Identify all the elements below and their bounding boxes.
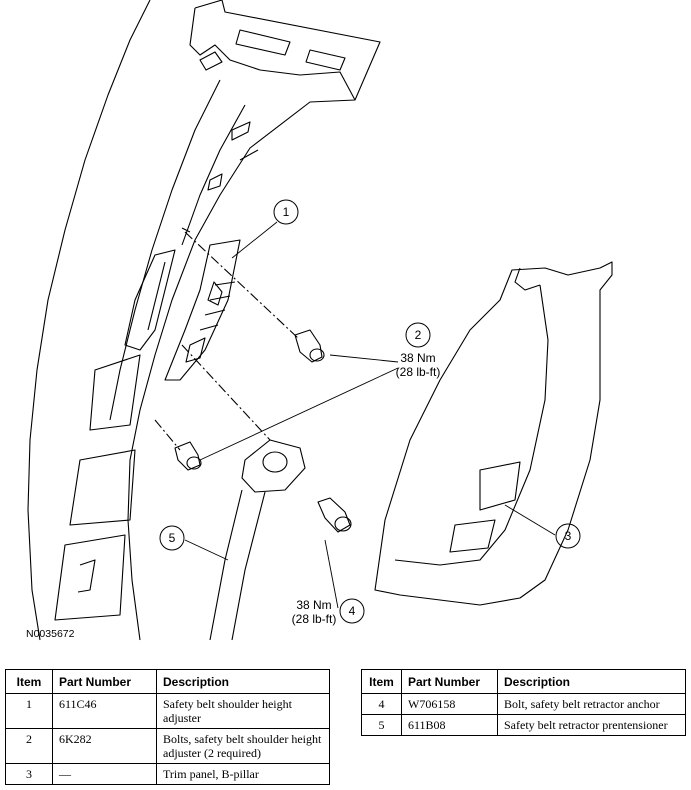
table-header-row: Item Part Number Description [361,669,686,694]
row-item: 2 [5,728,53,764]
callout-3-circle [555,523,581,549]
callout-2-number: 2 [415,328,422,342]
figure-id: N0035672 [26,628,75,640]
table-row: 3 — Trim panel, B-pillar [5,763,330,785]
table-header-row: Item Part Number Description [5,669,330,694]
table-row: 4 W706158 Bolt, safety belt retractor an… [361,693,686,715]
row-part-number: 6K282 [52,728,157,764]
anchor-bolt [317,497,352,533]
parts-table-right: Item Part Number Description 4 W706158 B… [361,669,686,736]
leader-lines [184,221,556,609]
row-description: Trim panel, B-pillar [156,763,330,785]
header-part-number: Part Number [401,669,498,694]
callout-5-number: 5 [169,531,176,545]
callout-2-circle [405,322,431,348]
table-row: 2 6K282 Bolts, safety belt shoulder heig… [5,728,330,764]
parts-table-left: Item Part Number Description 1 611C46 Sa… [5,669,330,785]
callout-5-circle [159,525,185,551]
callout-4-number: 4 [349,604,356,618]
header-item: Item [5,669,53,694]
callout-1-number: 1 [283,205,290,219]
shoulder-height-adjuster [164,239,241,381]
callout-2-torque-nm: 38 Nm [400,351,435,365]
adjuster-bolts [174,329,325,471]
callout-4-torque-nm: 38 Nm [296,598,331,612]
row-item: 1 [5,693,53,729]
callout-4-torque-lbft: (28 lb-ft) [292,612,337,626]
row-item: 4 [361,693,402,715]
trim-panel-b-pillar [374,261,613,606]
header-description: Description [497,669,686,694]
row-item: 5 [361,714,402,736]
callout-circles [159,199,581,624]
row-part-number: 611C46 [52,693,157,729]
callout-2-torque-lbft: (28 lb-ft) [396,365,441,379]
alignment-lines [154,231,299,451]
b-pillar-structure [27,0,381,641]
header-description: Description [156,669,330,694]
row-description: Safety belt shoulder height adjuster [156,693,330,729]
retractor-anchor-belt [209,439,306,641]
row-description: Safety belt retractor prentensioner [497,714,686,736]
row-part-number: — [52,763,157,785]
callout-1-circle [273,199,299,225]
row-item: 3 [5,763,53,785]
header-part-number: Part Number [52,669,157,694]
table-row: 5 611B08 Safety belt retractor prentensi… [361,714,686,736]
row-part-number: 611B08 [401,714,498,736]
exploded-view-drawing: 1 2 38 Nm (28 lb-ft) 3 4 38 Nm (28 lb-ft… [27,0,613,641]
row-part-number: W706158 [401,693,498,715]
row-description: Bolt, safety belt retractor anchor [497,693,686,715]
row-description: Bolts, safety belt shoulder height adjus… [156,728,330,764]
callout-3-number: 3 [565,529,572,543]
header-item: Item [361,669,402,694]
table-row: 1 611C46 Safety belt shoulder height adj… [5,693,330,729]
callout-4-circle [339,598,365,624]
